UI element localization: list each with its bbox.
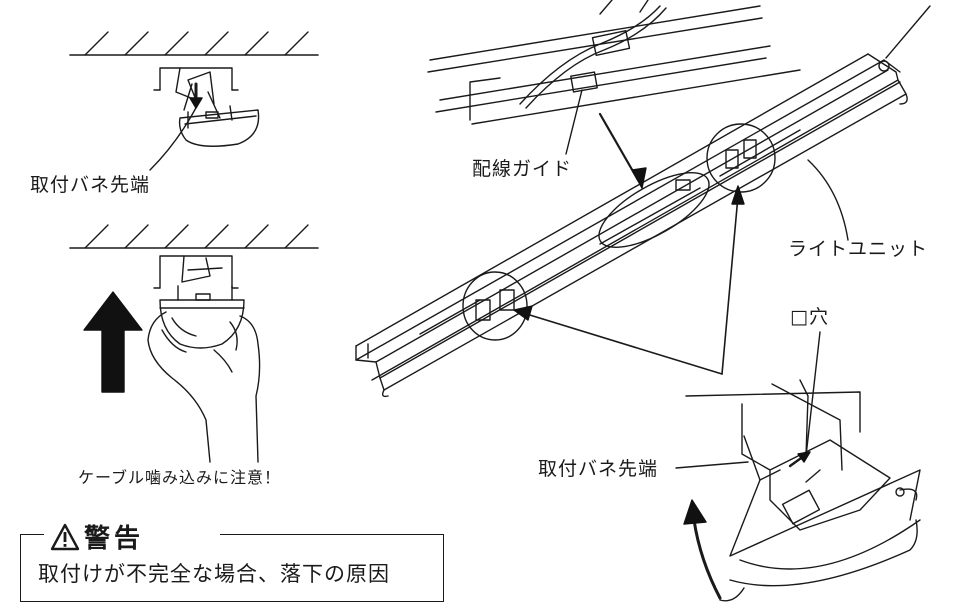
- light-unit-label: ライトユニット: [788, 238, 929, 260]
- mounting-closeup: [675, 331, 921, 602]
- cable-caution-label: ケーブル噛み込みに注意！: [78, 468, 282, 487]
- ceiling-detail-bottom: [69, 224, 319, 463]
- wiring-detail: [427, 0, 801, 155]
- square-hole-label: □穴: [790, 306, 829, 328]
- warning-frame-top-left: [20, 534, 44, 535]
- warning-frame-top-right: [220, 534, 444, 535]
- warning-triangle-icon: [50, 523, 80, 550]
- up-arrow-icon: [83, 291, 143, 393]
- warning-frame: [20, 534, 444, 602]
- down-arrow-icon: [189, 97, 203, 109]
- warning-header: 警告: [44, 518, 151, 555]
- spring-tip-label-right: 取付バネ先端: [538, 458, 659, 480]
- ceiling-detail-top: [69, 31, 319, 171]
- wiring-guide-label: 配線ガイド: [472, 158, 573, 180]
- warning-box: 警告 取付けが不完全な場合、落下の原因: [20, 518, 444, 602]
- warning-title: 警告: [84, 524, 145, 554]
- warning-text: 取付けが不完全な場合、落下の原因: [38, 562, 390, 586]
- spring-tip-label-top: 取付バネ先端: [30, 174, 151, 196]
- light-unit-channel: [355, 5, 931, 398]
